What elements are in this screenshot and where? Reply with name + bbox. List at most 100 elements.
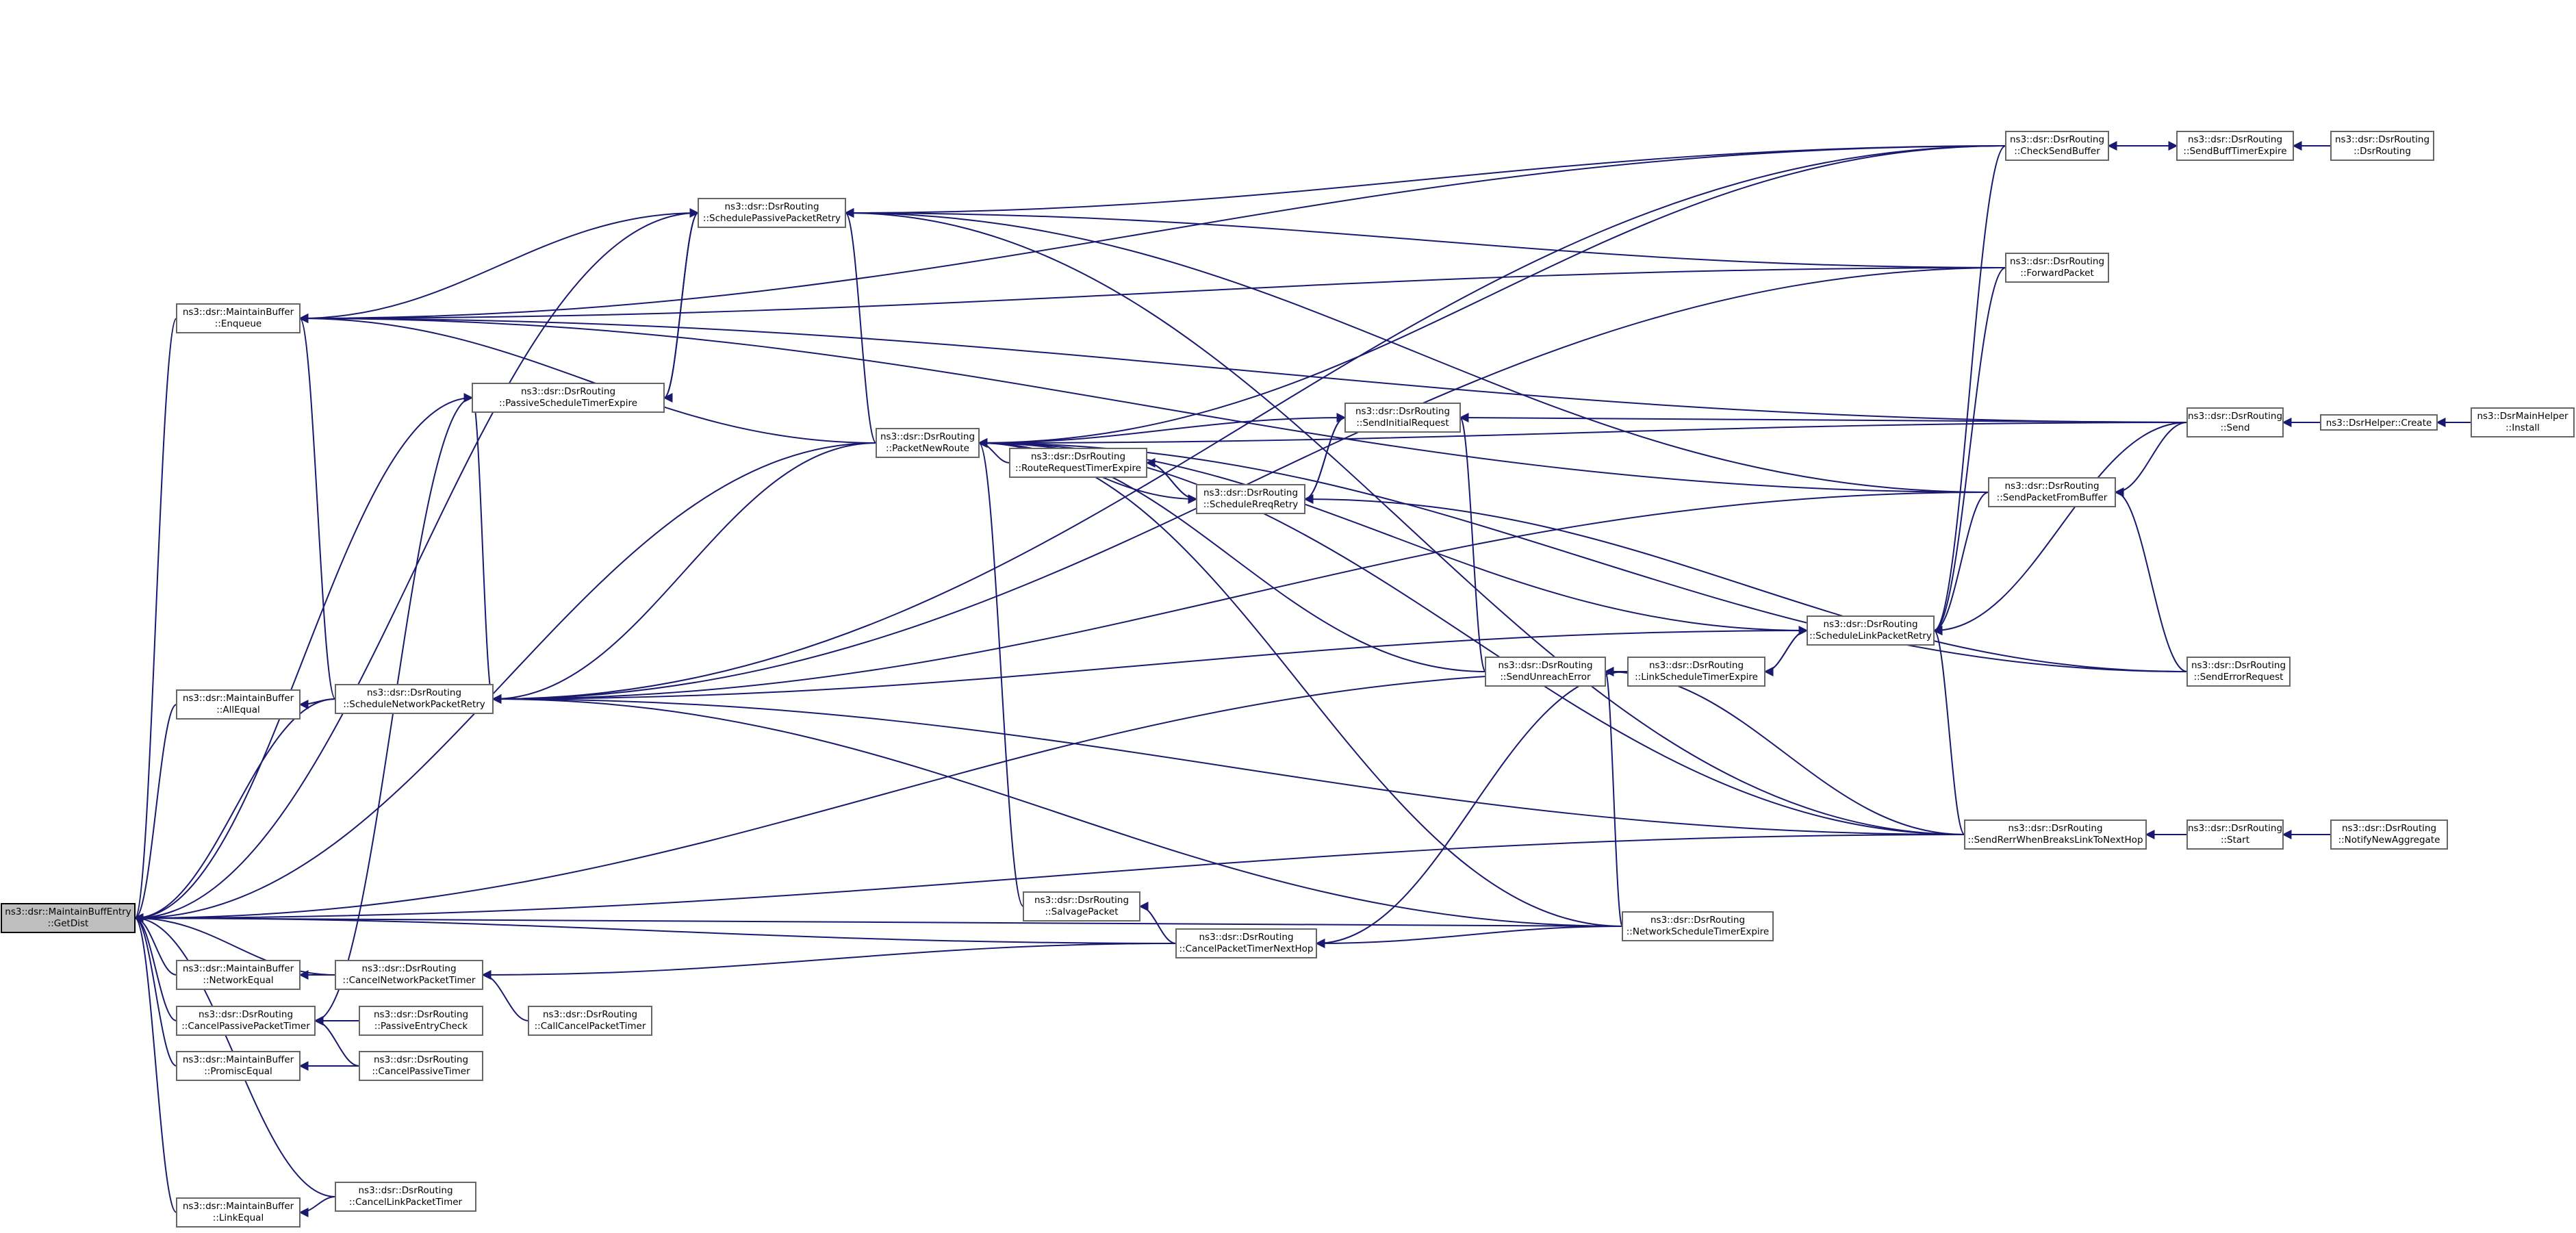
edge-networkscheduletimerexpire-to-cancelpackettimernexthop <box>1315 926 1623 948</box>
edge-schedulenetworkpacketretry-to-passivescheduletimerexpire <box>471 393 494 700</box>
node-box <box>1988 477 2116 507</box>
node-schedulenetworkpacketretry[interactable]: ns3::dsr::DsrRouting::ScheduleNetworkPac… <box>335 684 494 714</box>
edge-cancelpassivetimer-to-cancelpassivepackettimer <box>314 1016 360 1067</box>
node-box <box>1344 403 1461 433</box>
edge-send-to-packetnewroute <box>978 422 2188 448</box>
node-promiscequal[interactable]: ns3::dsr::MaintainBuffer::PromiscEqual <box>176 1051 301 1081</box>
node-passivescheduletimerexpire[interactable]: ns3::dsr::DsrRouting::PassiveScheduleTim… <box>472 383 665 413</box>
node-label-line2: ::ForwardPacket <box>2020 268 2094 279</box>
node-box <box>335 1182 476 1212</box>
node-box <box>176 303 301 333</box>
node-label-line1: ns3::dsr::DsrRouting <box>1203 487 1298 498</box>
node-cancellinkpackettimer[interactable]: ns3::dsr::DsrRouting::CancelLinkPacketTi… <box>335 1182 476 1212</box>
node-box <box>176 689 301 720</box>
node-cancelpackettimernexthop[interactable]: ns3::dsr::DsrRouting::CancelPacketTimerN… <box>1175 928 1317 958</box>
node-label-line1: ns3::dsr::DsrRouting <box>1498 660 1592 671</box>
node-label-line2: ::CancelLinkPacketTimer <box>349 1197 463 1208</box>
node-networkequal[interactable]: ns3::dsr::MaintainBuffer::NetworkEqual <box>176 960 301 990</box>
node-helpercreate[interactable]: ns3::DsrHelper::Create <box>2320 414 2438 431</box>
edge-sendpacketfrombuffer-to-enqueue <box>298 314 1989 493</box>
edge-send-to-sendinitialrequest <box>1459 413 2188 423</box>
node-label-line1: ns3::dsr::DsrRouting <box>361 963 456 974</box>
node-box <box>2186 819 2284 850</box>
node-senderrorrequest[interactable]: ns3::dsr::DsrRouting::SendErrorRequest <box>2186 657 2291 687</box>
node-label-line1: ns3::dsr::DsrRouting <box>2004 481 2099 492</box>
node-notifynewaggregate[interactable]: ns3::dsr::DsrRouting::NotifyNewAggregate <box>2330 819 2448 850</box>
node-label-line1: ns3::dsr::DsrRouting <box>199 1009 293 1020</box>
node-label-line1: ns3::dsr::DsrRouting <box>2188 134 2282 145</box>
node-box <box>2330 131 2434 161</box>
call-nodes: ns3::dsr::MaintainBuffEntry::GetDistns3:… <box>1 131 2575 1228</box>
node-send[interactable]: ns3::dsr::DsrRouting::Send <box>2186 407 2284 437</box>
node-cancelpassivetimer[interactable]: ns3::dsr::DsrRouting::CancelPassiveTimer <box>359 1051 483 1081</box>
node-schedulepassivepacketretry[interactable]: ns3::dsr::DsrRouting::SchedulePassivePac… <box>698 198 846 228</box>
node-sendrerrwhenbreakslinktonexthop[interactable]: ns3::dsr::DsrRouting::SendRerrWhenBreaks… <box>1964 819 2147 850</box>
node-sendunreacherror[interactable]: ns3::dsr::DsrRouting::SendUnreachError <box>1485 657 1606 687</box>
node-dsrrouting[interactable]: ns3::dsr::DsrRouting::DsrRouting <box>2330 131 2434 161</box>
node-label-line2: ::GetDist <box>48 918 89 929</box>
edge-schedulenetworkpacketretry-to-enqueue <box>298 314 336 700</box>
node-label-line2: ::PromiscEqual <box>204 1066 272 1077</box>
node-allequal[interactable]: ns3::dsr::MaintainBuffer::AllEqual <box>176 689 301 720</box>
node-label-line1: ns3::dsr::DsrRouting <box>1034 895 1129 906</box>
node-cancelnetworkpackettimer[interactable]: ns3::dsr::DsrRouting::CancelNetworkPacke… <box>335 960 483 990</box>
node-sendbufftimerexpire[interactable]: ns3::dsr::DsrRouting::SendBuffTimerExpir… <box>2176 131 2294 161</box>
node-box <box>2320 414 2438 431</box>
node-label-line2: ::DsrRouting <box>2354 146 2411 157</box>
edge-senderrorrequest-to-sendpacketfrombuffer <box>2114 487 2188 672</box>
node-sendinitialrequest[interactable]: ns3::dsr::DsrRouting::SendInitialRequest <box>1344 403 1461 433</box>
node-schedulelinkpacketretry[interactable]: ns3::dsr::DsrRouting::ScheduleLinkPacket… <box>1807 615 1935 646</box>
node-label-line2: ::ScheduleRreqRetry <box>1203 499 1299 510</box>
edge-checksendbuffer-to-schedulenetworkpacketretry <box>492 145 2006 704</box>
node-label-line2: ::SendInitialRequest <box>1356 418 1449 429</box>
node-enqueue[interactable]: ns3::dsr::MaintainBuffer::Enqueue <box>176 303 301 333</box>
node-label-line2: ::Start <box>2221 835 2249 846</box>
edge-senderrorrequest-to-schedulerreqretry <box>1303 494 2188 672</box>
node-getdist[interactable]: ns3::dsr::MaintainBuffEntry::GetDist <box>1 903 136 933</box>
node-label-line1: ns3::dsr::DsrRouting <box>1650 915 1745 926</box>
node-forwardpacket[interactable]: ns3::dsr::DsrRouting::ForwardPacket <box>2005 253 2109 283</box>
edge-forwardpacket-to-enqueue <box>298 267 2006 323</box>
node-label-line1: ns3::dsr::DsrRouting <box>880 431 975 442</box>
edge-schedulepassivepacketretry-to-enqueue <box>298 212 699 323</box>
node-label-line2: ::Send <box>2220 422 2249 433</box>
node-label-line1: ns3::dsr::MaintainBuffer <box>183 1201 294 1212</box>
edge-linkscheduletimerexpire-to-schedulelinkpacketretry <box>1764 626 1809 672</box>
node-box <box>1 903 136 933</box>
node-packetnewroute[interactable]: ns3::dsr::DsrRouting::PacketNewRoute <box>876 428 980 458</box>
node-label-line1: ns3::dsr::DsrRouting <box>724 201 819 212</box>
node-label-line1: ns3::dsr::MaintainBuffer <box>183 963 294 974</box>
edge-checksendbuffer-to-enqueue <box>298 145 2006 323</box>
node-label-line1: ns3::dsr::MaintainBuffer <box>183 1054 294 1065</box>
edge-cancelpackettimernexthop-to-salvagepacket <box>1138 902 1177 944</box>
node-cancelpassivepackettimer[interactable]: ns3::dsr::DsrRouting::CancelPassivePacke… <box>176 1006 316 1036</box>
node-linkequal[interactable]: ns3::dsr::MaintainBuffer::LinkEqual <box>176 1197 301 1228</box>
node-box <box>176 1006 316 1036</box>
node-box <box>176 960 301 990</box>
node-salvagepacket[interactable]: ns3::dsr::DsrRouting::SalvagePacket <box>1023 891 1140 921</box>
node-install[interactable]: ns3::DsrMainHelper::Install <box>2471 407 2575 437</box>
node-box <box>2330 819 2448 850</box>
node-box <box>1175 928 1317 958</box>
node-callcancelpackettimer[interactable]: ns3::dsr::DsrRouting::CallCancelPacketTi… <box>528 1006 652 1036</box>
node-label-line1: ns3::dsr::DsrRouting <box>1031 451 1125 462</box>
edge-networkscheduletimerexpire-to-sendunreacherror <box>1604 667 1623 927</box>
node-box <box>1196 484 1305 514</box>
edge-sendpacketfrombuffer-to-schedulenetworkpacketretry <box>492 492 1989 704</box>
node-passiveentrycheck[interactable]: ns3::dsr::DsrRouting::PassiveEntryCheck <box>359 1006 483 1036</box>
node-checksendbuffer[interactable]: ns3::dsr::DsrRouting::CheckSendBuffer <box>2005 131 2109 161</box>
node-box <box>1009 448 1147 478</box>
node-linkscheduletimerexpire[interactable]: ns3::dsr::DsrRouting::LinkScheduleTimerE… <box>1627 657 1765 687</box>
node-label-line1: ns3::dsr::DsrRouting <box>374 1054 468 1065</box>
edge-schedulenetworkpacketretry-to-allequal <box>298 698 336 709</box>
node-routerequesttimerexpire[interactable]: ns3::dsr::DsrRouting::RouteRequestTimerE… <box>1009 448 1147 478</box>
edge-sendrerrwhenbreakslinktonexthop-to-schedulepassivepacketretry <box>844 208 1965 835</box>
edge-passivescheduletimerexpire-to-schedulepassivepacketretry <box>663 208 700 398</box>
edge-forwardpacket-to-schedulelinkpacketretry <box>1933 267 2006 635</box>
node-start[interactable]: ns3::dsr::DsrRouting::Start <box>2186 819 2284 850</box>
node-label-line1: ns3::DsrMainHelper <box>2477 411 2568 422</box>
node-sendpacketfrombuffer[interactable]: ns3::dsr::DsrRouting::SendPacketFromBuff… <box>1988 477 2116 507</box>
node-schedulerreqretry[interactable]: ns3::dsr::DsrRouting::ScheduleRreqRetry <box>1196 484 1305 514</box>
node-networkscheduletimerexpire[interactable]: ns3::dsr::DsrRouting::NetworkScheduleTim… <box>1622 911 1774 941</box>
node-label-line2: ::SalvagePacket <box>1045 906 1119 917</box>
